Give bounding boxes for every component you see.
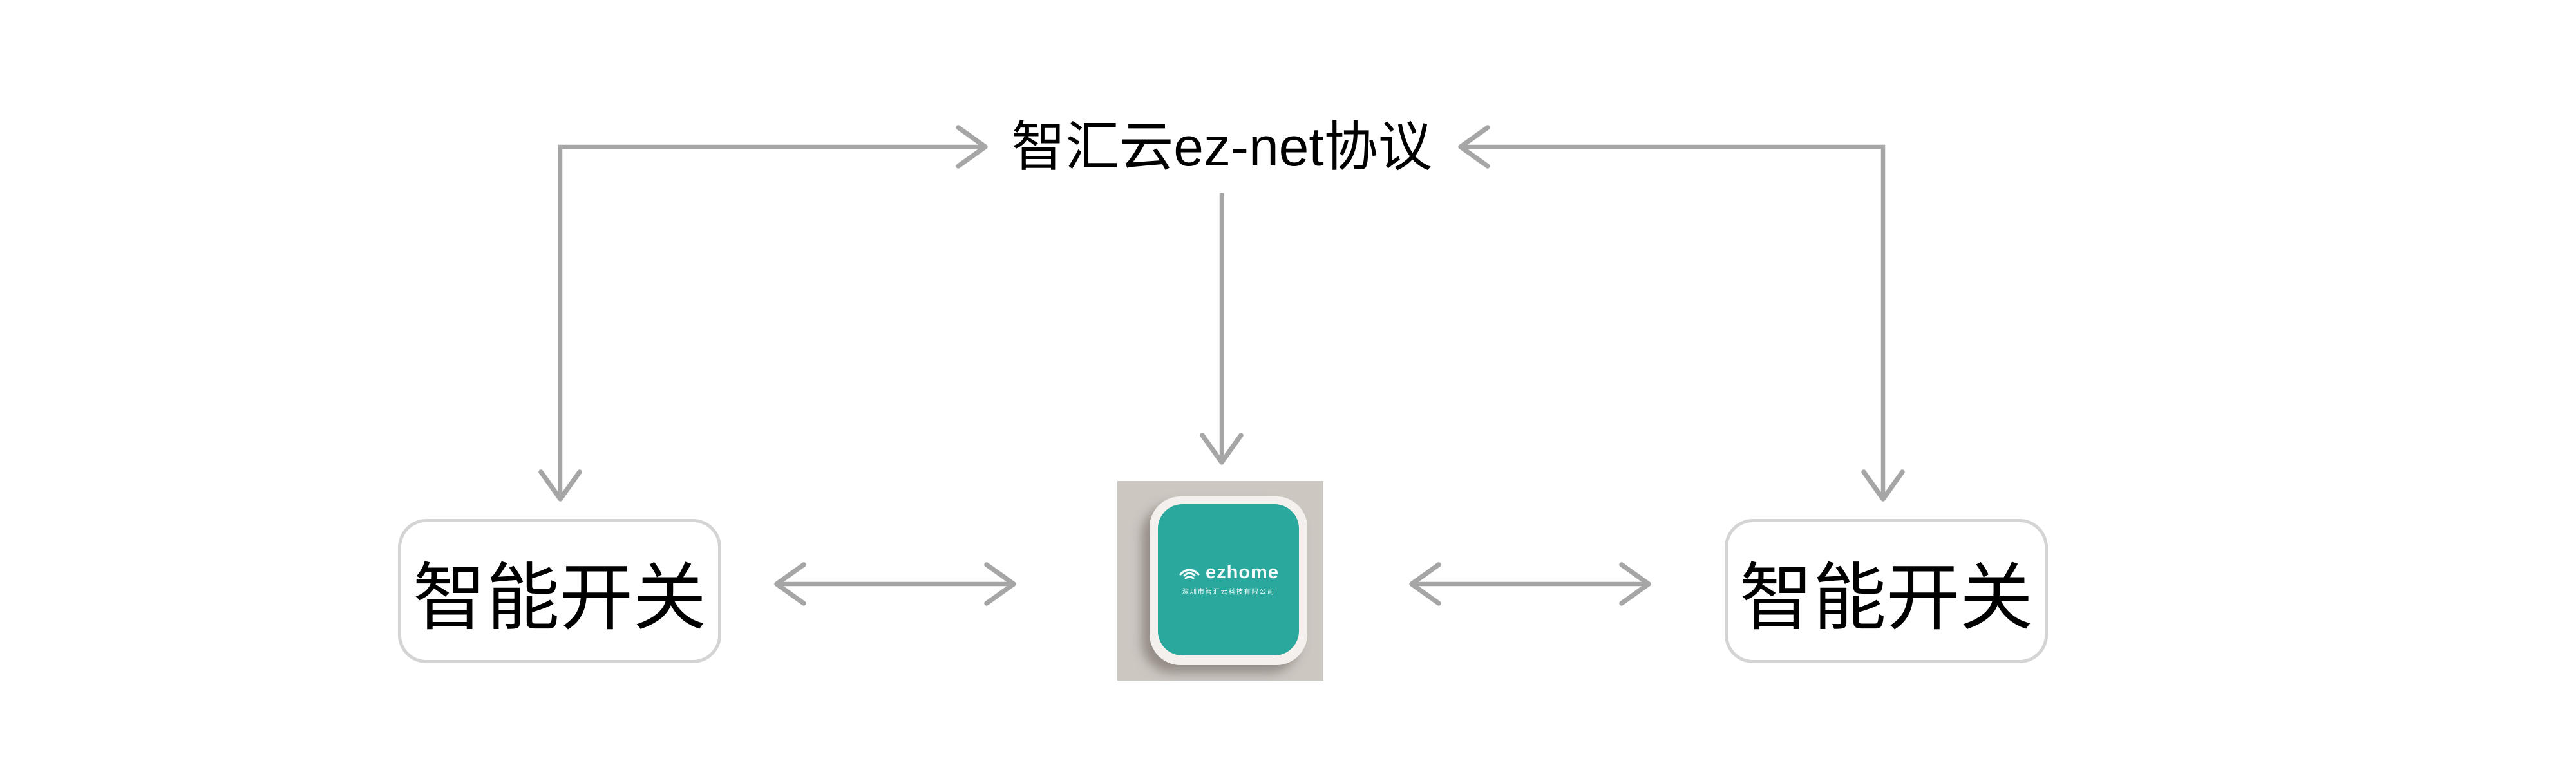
smart-switch-box-right: 智能开关 (1725, 519, 2048, 663)
connector-left-switch-gateway (774, 562, 1016, 606)
connector-right-switch-gateway (1409, 562, 1651, 606)
company-name: 深圳市智汇云科技有限公司 (1182, 588, 1275, 596)
connector-right-elbow (1458, 125, 1905, 502)
smart-switch-box-left: 智能开关 (398, 519, 721, 663)
gateway-photo: ezhome 深圳市智汇云科技有限公司 (1117, 481, 1323, 681)
gateway-face: ezhome 深圳市智汇云科技有限公司 (1158, 504, 1299, 655)
arrowhead-right-icon (1619, 562, 1651, 606)
arrowhead-left-icon (1458, 125, 1490, 169)
arrowhead-down-icon (538, 469, 582, 502)
connector-protocol-gateway (1200, 193, 1244, 465)
brand-row: ezhome (1178, 563, 1279, 582)
smart-switch-label: 智能开关 (412, 557, 706, 639)
arrowhead-right-icon (956, 125, 988, 169)
wifi-eye-icon (1179, 568, 1200, 579)
arrowhead-down-icon (1861, 469, 1905, 502)
connector-left-elbow (538, 125, 988, 502)
arrowhead-left-icon (774, 562, 806, 606)
gateway-device: ezhome 深圳市智汇云科技有限公司 (1150, 496, 1307, 665)
arrowhead-left-icon (1409, 562, 1441, 606)
arrowhead-right-icon (984, 562, 1016, 606)
brand-name: ezhome (1206, 562, 1279, 583)
protocol-label: 智汇云ez-net协议 (1011, 117, 1432, 177)
smart-switch-label: 智能开关 (1739, 557, 2033, 639)
arrowhead-down-icon (1200, 433, 1244, 465)
